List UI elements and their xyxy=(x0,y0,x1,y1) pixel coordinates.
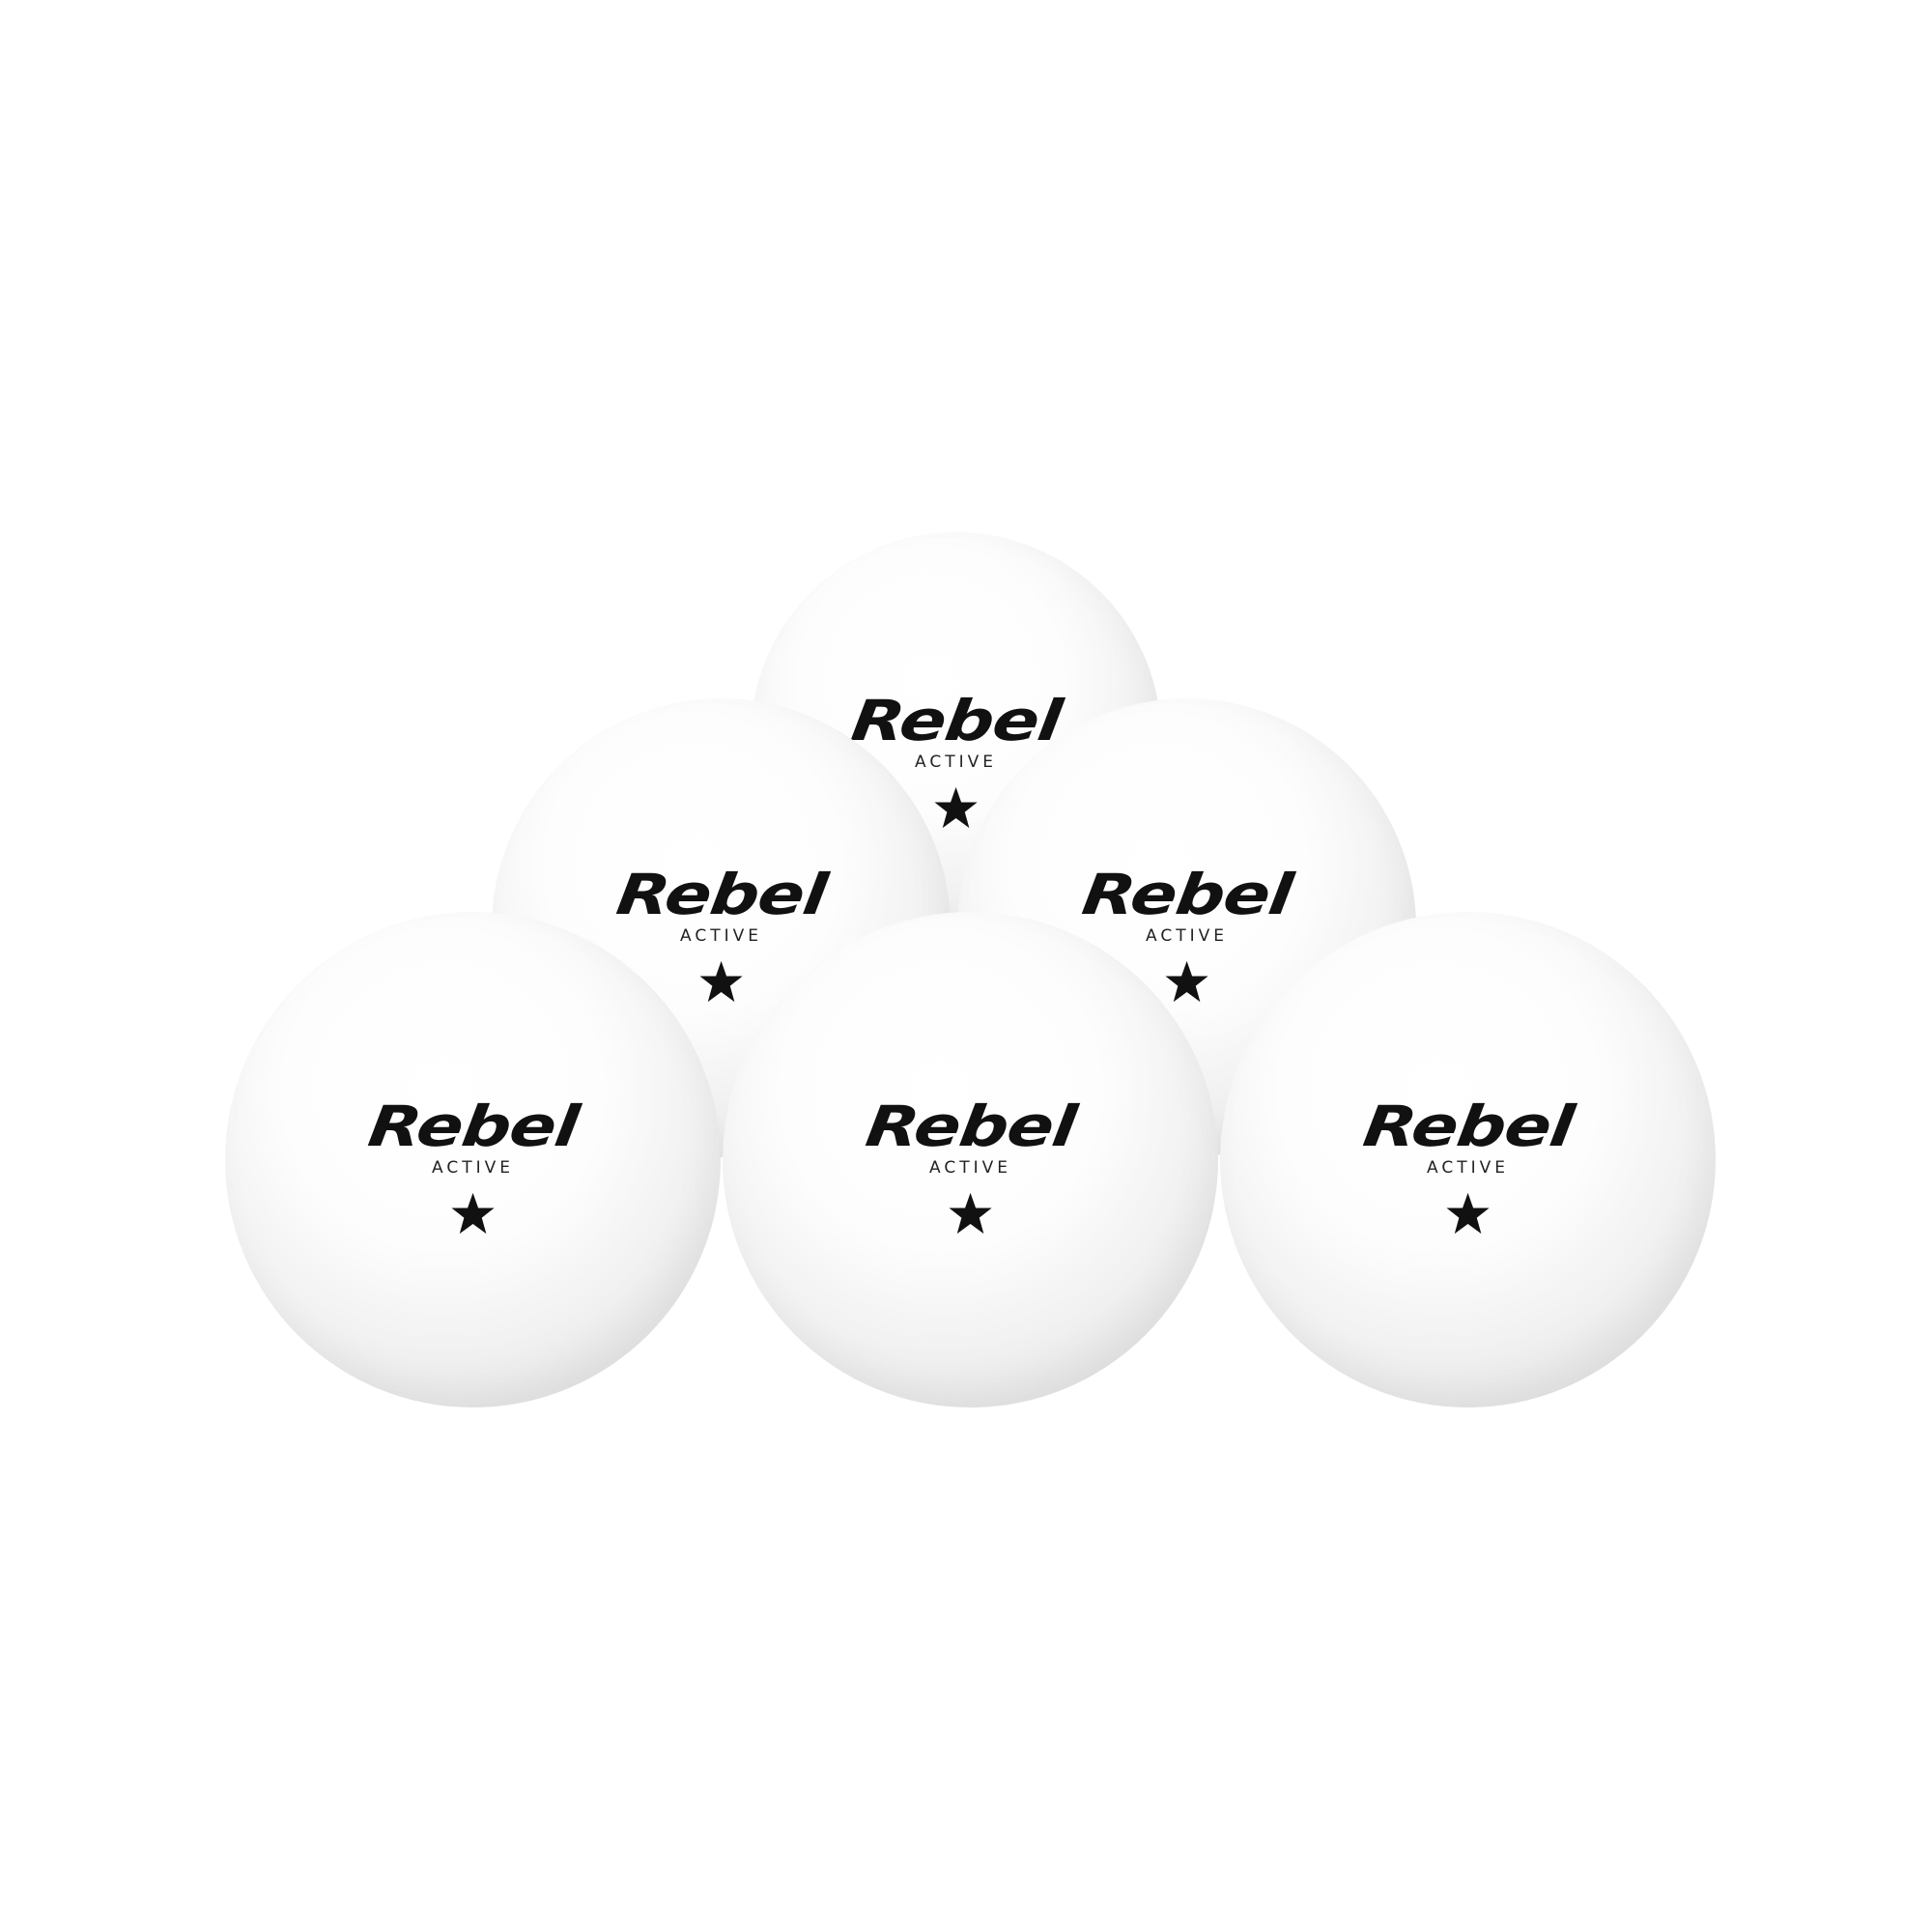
ball-logo: Rebel ACTIVE xyxy=(1078,862,1295,1004)
ping-pong-ball-front-right: Rebel ACTIVE xyxy=(1220,912,1716,1407)
ping-pong-ball-front-center: Rebel ACTIVE xyxy=(723,912,1218,1407)
brand-name: Rebel xyxy=(611,862,831,927)
star-icon xyxy=(1445,1191,1490,1236)
brand-name: Rebel xyxy=(861,1094,1080,1159)
star-icon xyxy=(933,785,978,830)
brand-subtitle: ACTIVE xyxy=(915,753,997,772)
brand-subtitle: ACTIVE xyxy=(680,926,762,946)
star-icon xyxy=(948,1191,992,1236)
ball-logo: Rebel ACTIVE xyxy=(612,862,830,1004)
brand-subtitle: ACTIVE xyxy=(432,1158,514,1178)
ball-logo: Rebel ACTIVE xyxy=(862,1094,1079,1236)
ball-logo: Rebel ACTIVE xyxy=(364,1094,582,1236)
brand-subtitle: ACTIVE xyxy=(929,1158,1011,1178)
brand-subtitle: ACTIVE xyxy=(1427,1158,1509,1178)
brand-name: Rebel xyxy=(846,688,1065,753)
star-icon xyxy=(1164,959,1208,1004)
ball-logo: Rebel ACTIVE xyxy=(847,688,1065,830)
brand-name: Rebel xyxy=(1358,1094,1577,1159)
ping-pong-ball-front-left: Rebel ACTIVE xyxy=(225,912,721,1407)
star-icon xyxy=(450,1191,495,1236)
brand-name: Rebel xyxy=(1077,862,1296,927)
brand-subtitle: ACTIVE xyxy=(1146,926,1228,946)
star-icon xyxy=(698,959,743,1004)
brand-name: Rebel xyxy=(363,1094,582,1159)
ball-logo: Rebel ACTIVE xyxy=(1359,1094,1577,1236)
